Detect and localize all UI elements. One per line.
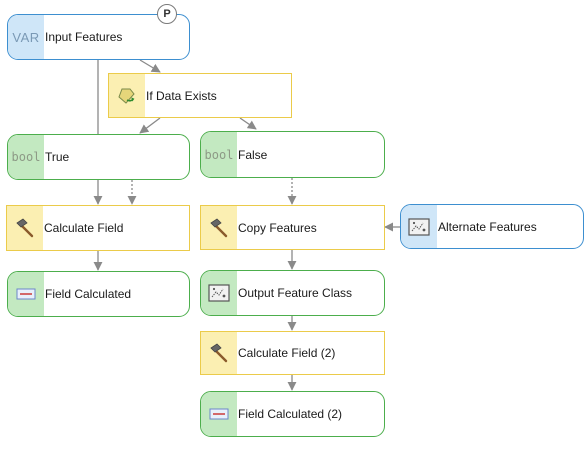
node-label: Output Feature Class: [238, 286, 353, 300]
boolean-icon: bool: [201, 132, 237, 177]
node-label: Calculate Field: [44, 221, 124, 235]
node-copy-features[interactable]: Copy Features: [200, 205, 385, 250]
hammer-icon: [201, 332, 237, 374]
node-field-calculated-2[interactable]: Field Calculated (2): [200, 391, 385, 437]
node-output-feature-class[interactable]: Output Feature Class: [200, 270, 385, 316]
node-label: False: [238, 147, 268, 162]
node-label: Alternate Features: [438, 219, 537, 234]
node-calculate-field-2[interactable]: Calculate Field (2): [200, 331, 385, 375]
node-calculate-field[interactable]: Calculate Field: [6, 205, 190, 251]
node-if-data-exists[interactable]: If Data Exists: [108, 73, 292, 118]
node-label: True: [45, 150, 70, 164]
node-field-calculated[interactable]: Field Calculated: [7, 271, 190, 317]
connector-if-to-false: [239, 117, 257, 130]
connector-input-to-if-data-exists: [139, 59, 161, 73]
node-alternate-features[interactable]: Alternate Features: [400, 204, 584, 249]
node-input-features[interactable]: VAR Input Features: [7, 14, 190, 60]
field-icon: [8, 272, 44, 316]
feature-class-icon: [201, 271, 237, 315]
boolean-icon: bool: [8, 135, 44, 179]
node-true[interactable]: bool True: [7, 134, 190, 180]
if-data-exists-icon: [109, 74, 145, 117]
hammer-icon: [7, 206, 43, 250]
parameter-badge[interactable]: P: [157, 4, 177, 24]
connector-if-to-true: [139, 117, 161, 134]
node-label: Input Features: [45, 30, 123, 44]
variable-icon: VAR: [8, 15, 44, 59]
node-false[interactable]: bool False: [200, 131, 385, 178]
node-label: Copy Features: [238, 220, 317, 235]
node-label: Calculate Field (2): [238, 346, 336, 360]
node-label: Field Calculated (2): [238, 407, 343, 421]
node-label: If Data Exists: [146, 88, 217, 103]
feature-class-icon: [401, 205, 437, 248]
node-label: Field Calculated: [45, 287, 132, 301]
hammer-icon: [201, 206, 237, 249]
field-icon: [201, 392, 237, 436]
